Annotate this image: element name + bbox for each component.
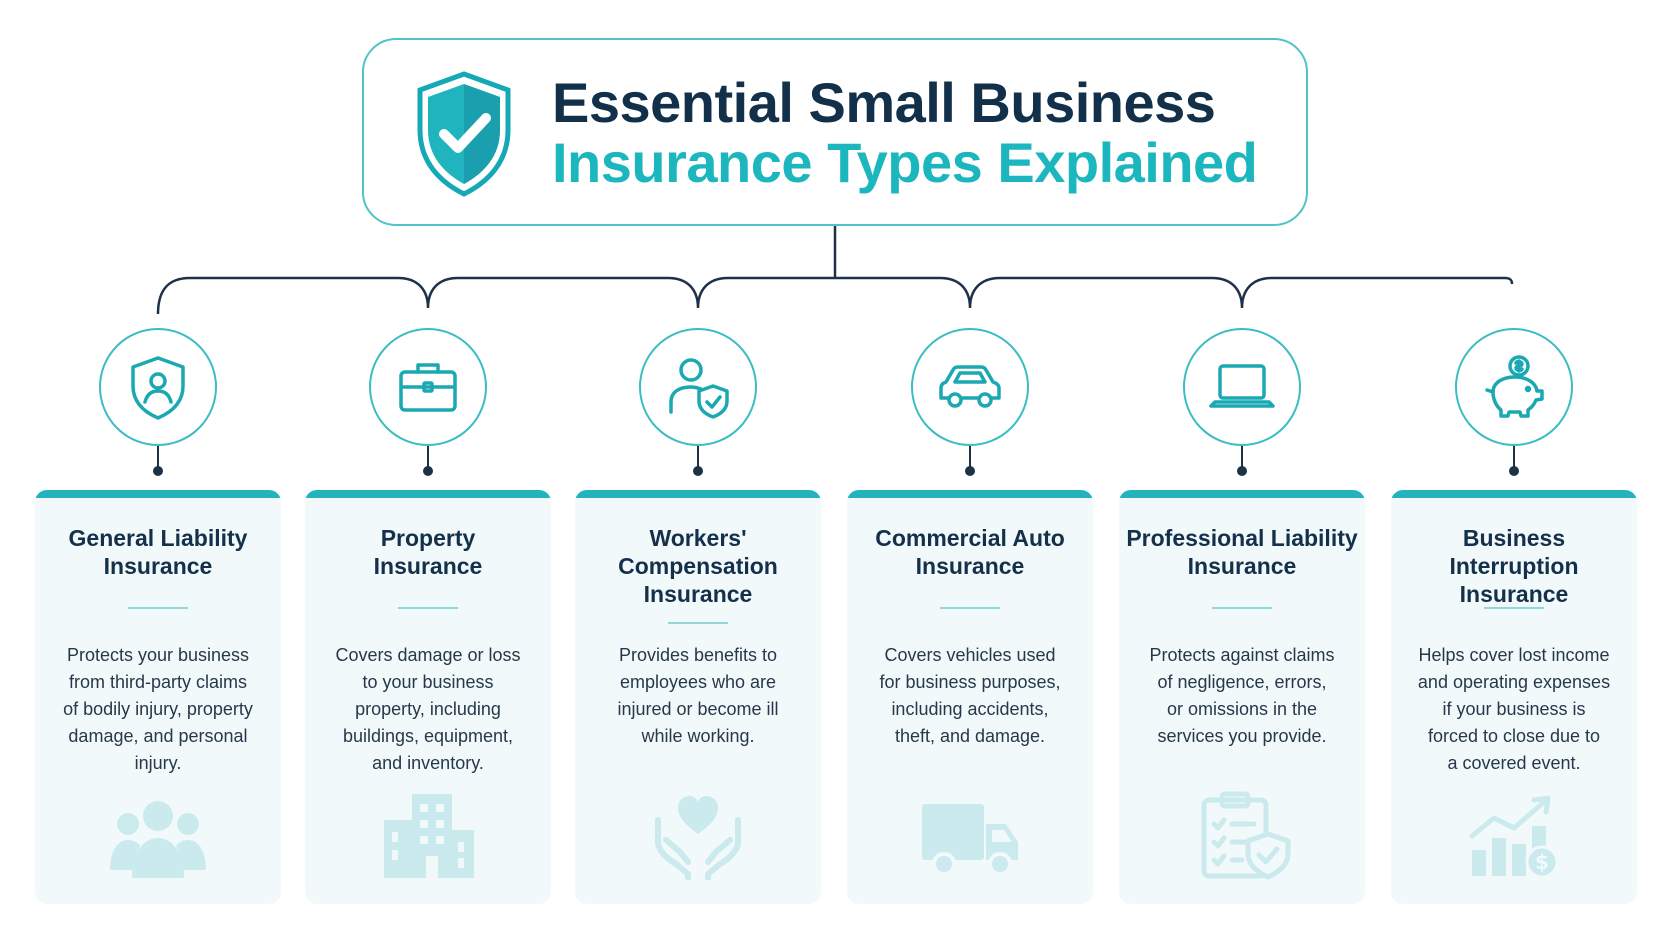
title-box: Essential Small Business Insurance Types… [362, 38, 1308, 226]
card-divider [1484, 607, 1544, 609]
card-title: Workers' Compensation Insurance [618, 525, 778, 607]
card-accent-bar [1119, 490, 1365, 498]
truck-icon [922, 804, 1018, 876]
card-description: Protects against claims of negligence, e… [1149, 645, 1335, 746]
card-divider [128, 607, 188, 609]
card-divider [940, 607, 1000, 609]
title-line-2: Insurance Types Explained [552, 131, 1258, 194]
briefcase-icon [369, 328, 487, 446]
card-divider [398, 607, 458, 609]
laptop-icon [1183, 328, 1301, 446]
card-workers-compensation: Workers' Compensation Insurance Provides… [575, 490, 821, 904]
building-icon [384, 794, 474, 878]
card-divider [1212, 607, 1272, 609]
card-accent-bar [847, 490, 1093, 498]
car-icon [911, 328, 1029, 446]
card-divider [668, 622, 728, 624]
card-professional-liability: Professional Liability Insurance Protect… [1119, 490, 1365, 904]
shield-person-icon [99, 328, 217, 446]
shield-check-icon [417, 71, 511, 197]
card-general-liability: General Liability Insurance Protects you… [35, 490, 281, 904]
title-line-1: Essential Small Business [552, 71, 1216, 134]
clipboard-shield-icon [1201, 791, 1291, 880]
card-title: Commercial Auto Insurance [875, 525, 1065, 579]
svg-text:$: $ [1535, 850, 1549, 874]
card-title: General Liability Insurance [68, 525, 248, 579]
card-description: Covers damage or loss to your business p… [335, 645, 521, 773]
card-description: Provides benefits to employees who are i… [617, 645, 779, 746]
worker-shield-icon [639, 328, 757, 446]
hands-heart-icon [655, 796, 741, 880]
card-description: Protects your business from third-party … [63, 645, 253, 773]
card-description: Helps cover lost income and operating ex… [1417, 645, 1611, 773]
card-accent-bar [35, 490, 281, 498]
card-title: Business Interruption Insurance [1449, 525, 1579, 607]
card-business-interruption: Business Interruption Insurance Helps co… [1391, 490, 1637, 904]
piggy-bank-icon [1455, 328, 1573, 446]
card-property: Property Insurance Covers damage or loss… [305, 490, 551, 904]
card-description: Covers vehicles used for business purpos… [879, 645, 1061, 746]
card-title: Property Insurance [373, 525, 483, 579]
card-title: Professional Liability Insurance [1126, 525, 1358, 579]
chart-dollar-icon: $ [1469, 795, 1559, 879]
card-commercial-auto: Commercial Auto Insurance Covers vehicle… [847, 490, 1093, 904]
card-accent-bar [1391, 490, 1637, 498]
card-accent-bar [575, 490, 821, 498]
card-accent-bar [305, 490, 551, 498]
people-group-icon [110, 801, 206, 878]
